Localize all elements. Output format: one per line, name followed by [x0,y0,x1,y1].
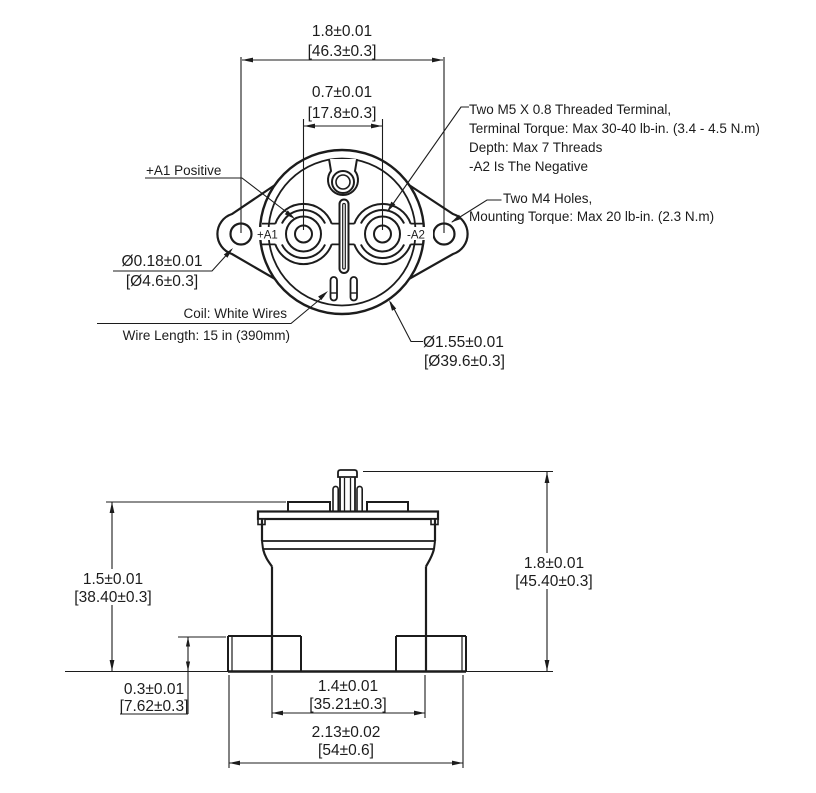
center-slot [338,198,350,274]
label-bg-a2 [405,227,433,240]
note-m4-line1: Two M4 Holes, [503,191,592,206]
dim-body-dia-mm: [Ø39.6±0.3] [424,353,505,370]
top-view: +A1 -A2 1.8±0.01 [97,23,760,370]
dim-height-step-in: 1.5±0.01 [83,571,143,588]
dim-text-bg-right [517,553,591,589]
groove-channels [262,222,423,246]
dim-body-width-in: 1.4±0.01 [318,678,378,695]
top-view-dimensions [240,57,445,233]
terminal-a2-label: -A2 [407,230,425,242]
stud-pin-right [356,485,363,511]
coil-wire-slots [329,276,358,302]
terminal-block-left [287,501,331,513]
vent-hole [335,174,351,190]
dim-mount-hole-in: Ø0.18±0.01 [122,253,203,270]
cap-plate [256,510,440,521]
dim-height-overall-in: 1.8±0.01 [524,555,584,572]
note-m5-line4: -A2 Is The Negative [469,159,588,174]
note-m4-line2: Mounting Torque: Max 20 lb-in. (2.3 N.m) [469,209,714,224]
dim-terminal-spacing-in: 0.7±0.01 [312,84,372,101]
keyhole-cutout [327,158,359,196]
dim-height-step-mm: [38.40±0.3] [74,589,151,606]
note-m5-line3: Depth: Max 7 Threads [469,140,603,155]
dim-body-width-mm: [35.21±0.3] [309,696,386,713]
label-bg-a1 [255,227,282,240]
dim-overall-width-in: 1.8±0.01 [312,23,372,40]
dim-height-overall-mm: [45.40±0.3] [515,573,592,590]
dim-body-dia-in: Ø1.55±0.01 [423,334,504,351]
dim-flange-width-in: 2.13±0.02 [312,724,381,741]
side-view: 1.5±0.01 [38.40±0.3] 1.8±0.01 [45.40±0.3… [65,469,593,768]
note-m5-line1: Two M5 X 0.8 Threaded Terminal, [469,102,671,117]
dim-mount-hole-mm: [Ø4.6±0.3] [126,273,198,290]
dim-text-bg-left [78,569,148,605]
dim-flange-width-mm: [54±0.6] [318,742,374,759]
dim-overall-width-mm: [46.3±0.3] [308,43,377,60]
housing-outline [260,519,437,671]
stud-pin-left [332,485,339,511]
terminal-block-right [366,501,409,513]
side-view-dimensions [106,470,553,768]
base-flange [227,635,467,673]
note-m5-line2: Terminal Torque: Max 30-40 lb-in. (3.4 -… [469,121,760,136]
dim-terminal-spacing-mm: [17.8±0.3] [308,105,377,122]
note-coil-line2: Wire Length: 15 in (390mm) [123,328,290,343]
top-stud [332,469,363,511]
note-coil-line1: Coil: White Wires [183,306,287,321]
dim-flange-height-in: 0.3±0.01 [124,681,184,698]
top-view-leaders [97,106,502,343]
center-slot-inner [342,202,346,270]
terminal-a1-label: +A1 [257,230,278,242]
dim-flange-height-mm: [7.62±0.3] [120,698,189,715]
label-a1-positive: +A1 Positive [146,163,221,178]
